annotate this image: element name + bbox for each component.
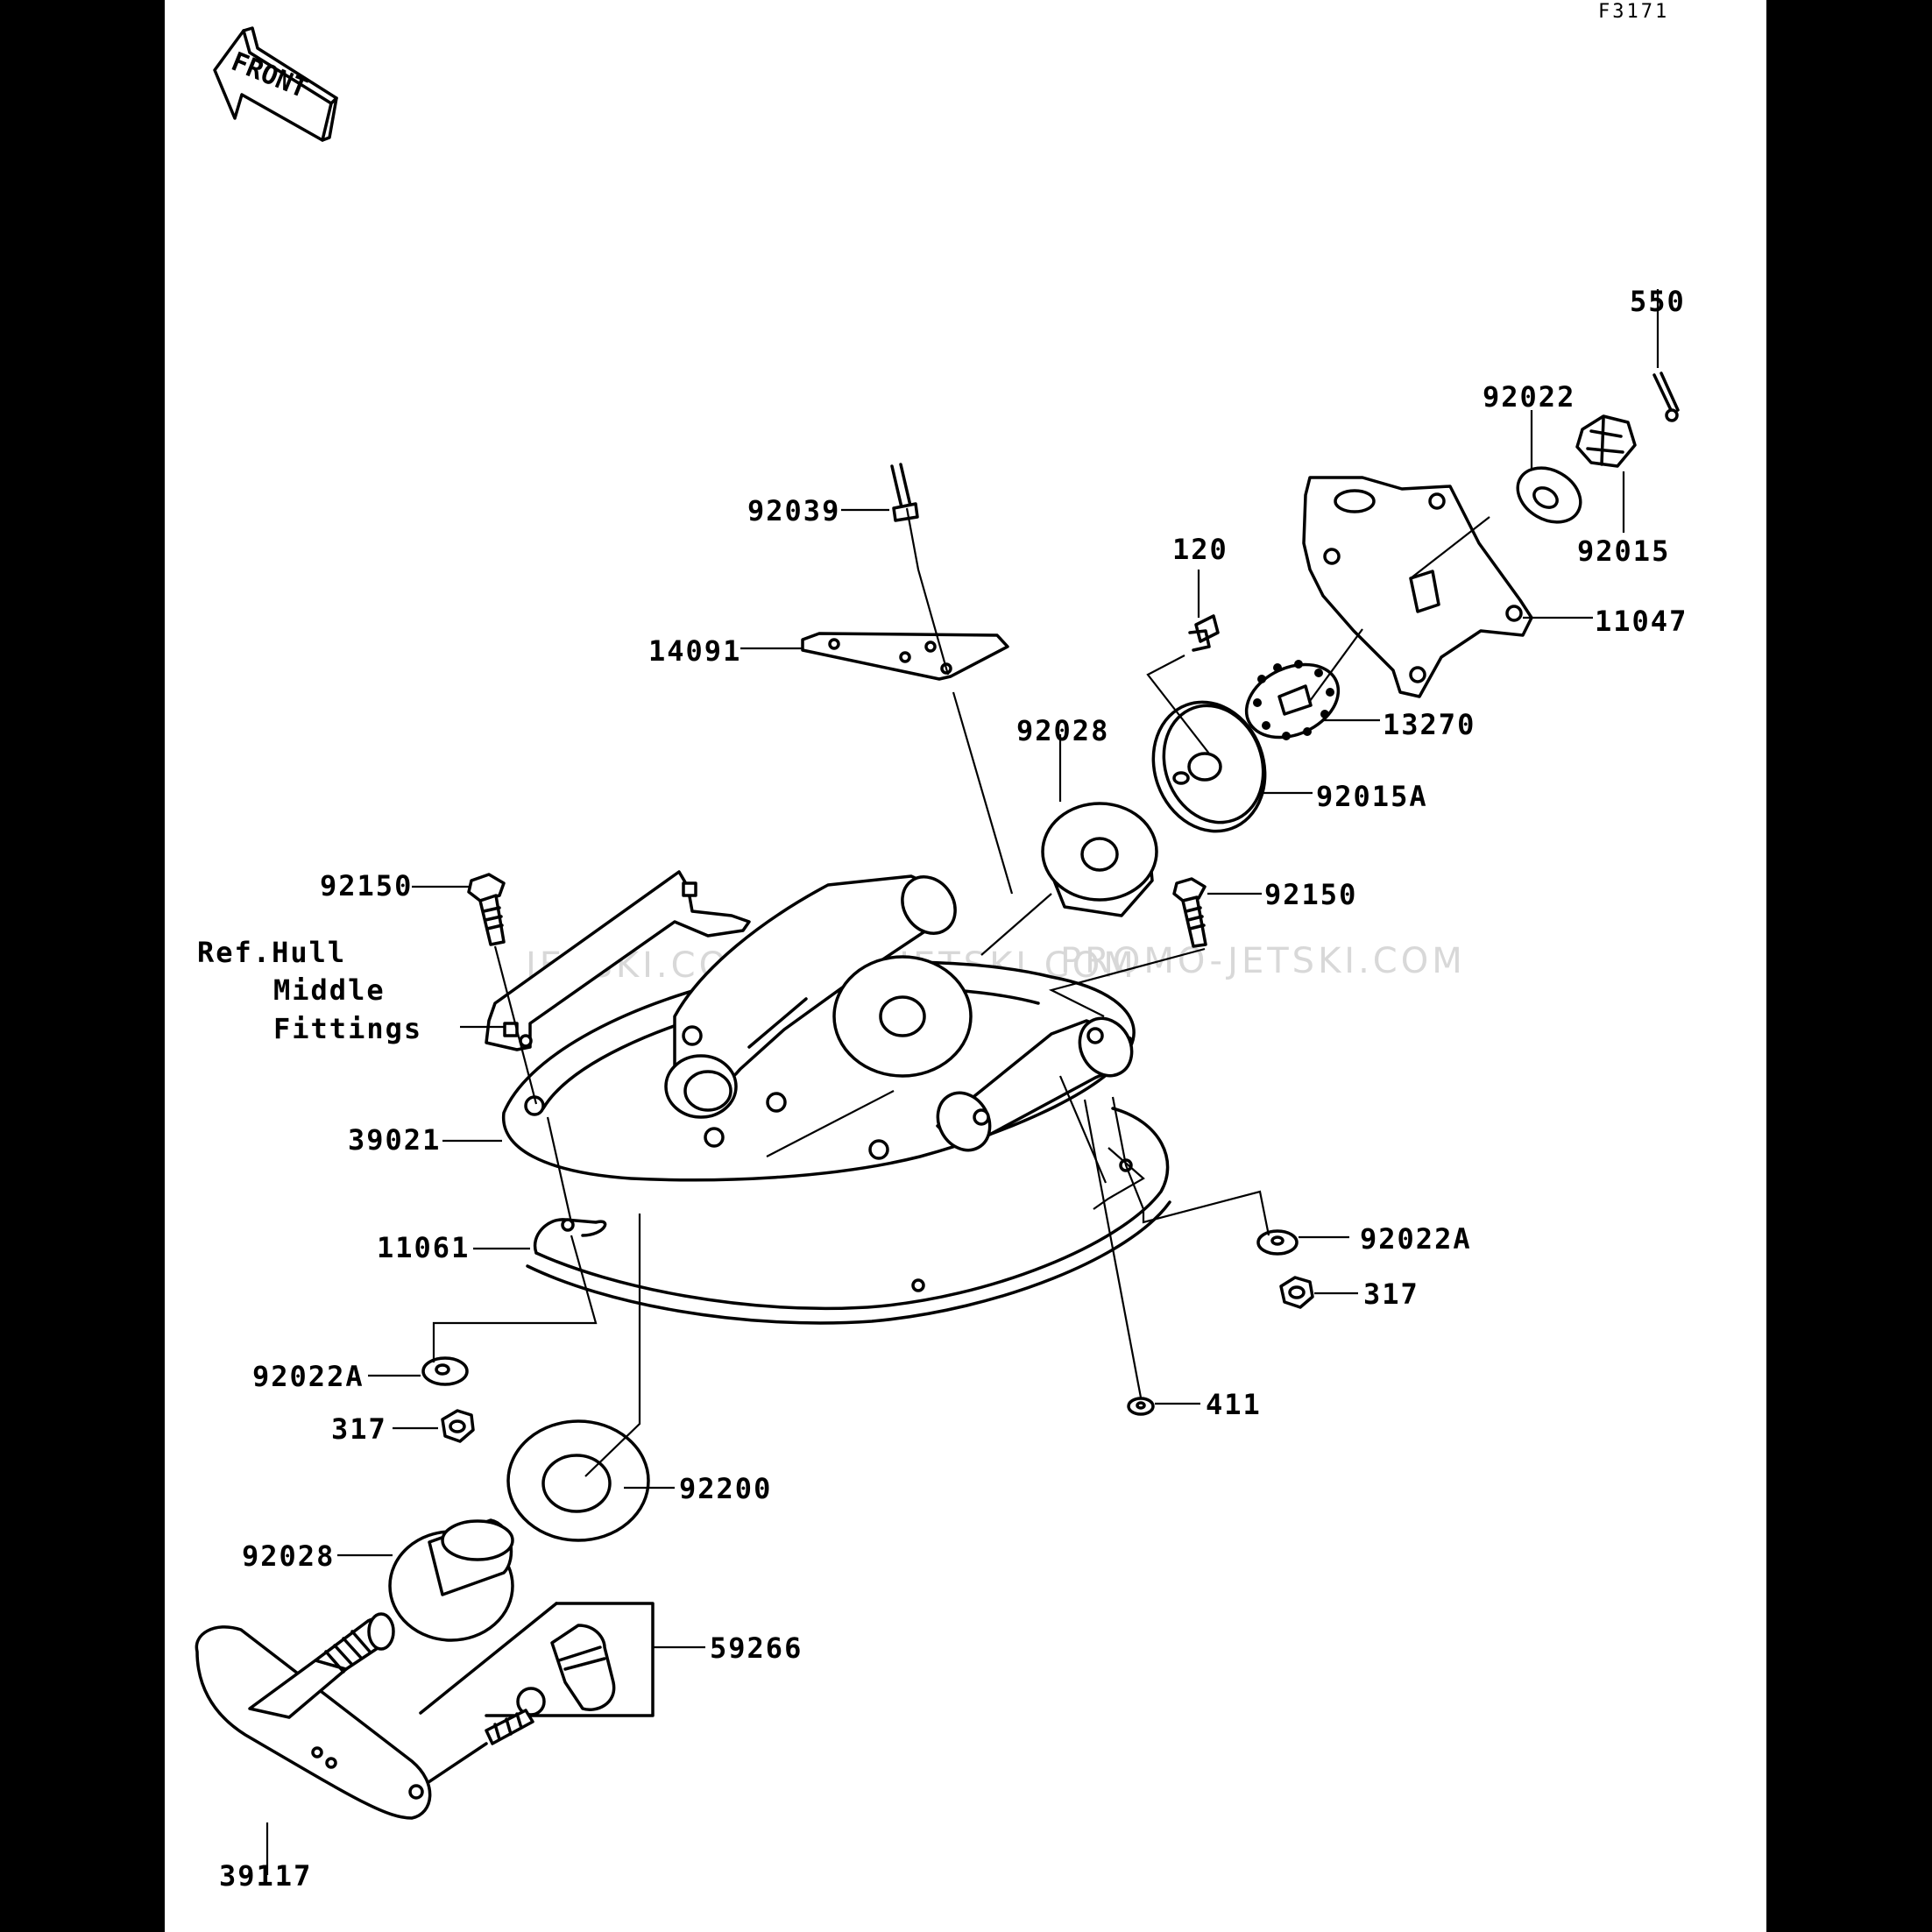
part-11061-gasket [526, 1107, 1171, 1325]
callout-92015A: 92015A [1316, 780, 1428, 813]
callout-92015: 92015 [1577, 534, 1670, 568]
callout-13270: 13270 [1383, 708, 1476, 741]
watermark-text-3: PROMO-JETSKI.COM [1060, 941, 1466, 981]
part-14091-plate [801, 632, 1009, 681]
part-92028-bushing-bottom [388, 1518, 514, 1642]
callout-317-left: 317 [331, 1412, 387, 1446]
part-317-nut-right [1279, 1276, 1314, 1309]
part-317-nut-left [441, 1409, 475, 1443]
callout-59266: 59266 [710, 1631, 803, 1665]
part-92150-bolt-right [1172, 877, 1207, 948]
callout-92022: 92022 [1483, 380, 1575, 414]
callout-92028-bottom: 92028 [242, 1539, 335, 1573]
part-92150-bolt-left [467, 873, 506, 946]
callout-92200: 92200 [679, 1472, 772, 1505]
part-92022A-washer-left [421, 1356, 469, 1386]
callout-92028-top: 92028 [1016, 714, 1109, 747]
figure-code: F3171 [1598, 1, 1669, 23]
part-92028-bushing-top [1041, 802, 1158, 917]
callout-550: 550 [1630, 285, 1686, 318]
front-arrow-icon: FRONT [213, 26, 338, 142]
callout-92039: 92039 [747, 494, 840, 527]
callout-411: 411 [1206, 1388, 1262, 1421]
part-39117-steering-arm [195, 1612, 432, 1820]
part-92015A-nut [1151, 700, 1267, 833]
part-59266-kit [419, 1602, 655, 1789]
part-13270-plate [1244, 660, 1341, 740]
part-92015-castle-nut [1575, 414, 1637, 468]
part-120-bolt [1188, 614, 1220, 652]
part-92200-seal [506, 1419, 650, 1542]
ref-note-line-3: Fittings [273, 1012, 422, 1045]
part-92022-washer [1516, 466, 1582, 524]
callout-labels: 550 92022 92015 11047 120 92039 14091 13… [197, 285, 1688, 1893]
callout-14091: 14091 [648, 634, 741, 668]
part-39021-housing [501, 874, 1136, 1182]
ref-note-line-1: Ref.Hull [197, 936, 346, 969]
part-11047-bracket [1302, 476, 1533, 698]
callout-92022A-left: 92022A [252, 1360, 364, 1393]
callout-92150-left: 92150 [320, 869, 413, 902]
part-92022A-washer-right [1256, 1229, 1299, 1256]
callout-39021: 39021 [348, 1123, 441, 1157]
callout-11047: 11047 [1595, 605, 1688, 638]
callout-92150-right: 92150 [1264, 878, 1357, 911]
callout-120: 120 [1172, 533, 1228, 566]
callout-11061: 11061 [377, 1231, 470, 1264]
callout-92022A-right: 92022A [1360, 1222, 1472, 1256]
part-411-washer [1127, 1397, 1155, 1416]
callout-317-right: 317 [1363, 1277, 1419, 1311]
part-92039-pin [890, 463, 919, 522]
leader-lines [265, 289, 1660, 1875]
ref-note-line-2: Middle [273, 973, 386, 1007]
callout-39117: 39117 [219, 1859, 312, 1893]
part-550-cotter-pin [1652, 372, 1680, 422]
